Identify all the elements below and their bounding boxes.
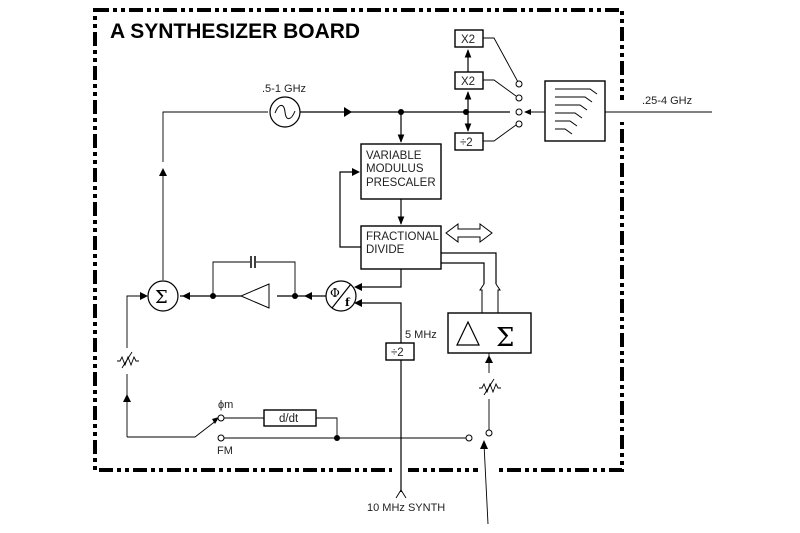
junction-dot: [334, 435, 340, 441]
switch-contact[interactable]: [515, 94, 523, 102]
div2-switch-wire: [483, 124, 517, 142]
capacitor-wire-right: [256, 261, 296, 296]
phase-mod-contact[interactable]: [217, 414, 225, 422]
multiplier-x2-label: X2: [461, 76, 475, 88]
switch-contact[interactable]: [515, 108, 523, 116]
switch-arrow-icon: [480, 440, 488, 449]
prescaler-label-line2: MODULUS: [366, 163, 424, 175]
bus-arrow-icon: [479, 283, 501, 315]
delta-icon: [456, 320, 480, 346]
input-switch-arm: [483, 443, 489, 525]
left-arrow-icon: [354, 283, 362, 291]
mod-switch-arm: [127, 419, 218, 438]
sigma-icon: Σ: [496, 323, 514, 353]
reference-freq-label: 5 MHz: [405, 329, 437, 341]
reference-input-icon: [395, 489, 407, 499]
ddt-output-wire: [316, 417, 338, 438]
reference-input-label: 10 MHz SYNTH: [367, 502, 445, 514]
divider-ref-label: ÷2: [391, 347, 404, 359]
sine-wave-icon: [274, 104, 296, 120]
capacitor-wire-left: [212, 261, 250, 296]
multiplier-x2-top: [454, 29, 484, 48]
switch-contact[interactable]: [515, 80, 523, 88]
divider-output-label: ÷2: [460, 137, 473, 149]
amplifier-icon: [239, 283, 270, 309]
capacitor-icon: [250, 256, 256, 268]
right-arrow-icon: [140, 292, 148, 300]
sum-icon: Σ: [155, 287, 168, 308]
left-arrow-icon: [524, 109, 531, 115]
modulus-control-wire: [339, 171, 361, 248]
multiplier-x2: [454, 71, 484, 90]
phase-detector-slash: [331, 283, 352, 309]
board-title: A SYNTHESIZER BOARD: [110, 20, 360, 43]
fm-contact[interactable]: [217, 434, 225, 442]
switch-arrow-icon: [212, 417, 219, 424]
phase-mod-label: ϕm: [218, 399, 233, 411]
input-contact[interactable]: [485, 429, 493, 437]
multiplier-x2-top-label: X2: [461, 34, 475, 46]
filter-bank: [544, 80, 606, 142]
vco-range-label: .5-1 GHz: [262, 83, 306, 95]
left-arrow-icon: [354, 299, 362, 307]
output-range-label: .25-4 GHz: [642, 95, 692, 107]
fm-label: FM: [217, 445, 233, 457]
switch-contact[interactable]: [515, 120, 523, 128]
up-arrow-icon: [485, 355, 493, 363]
reference-to-pd-wire: [362, 302, 402, 343]
fractional-divide-label-line2: DIVIDE: [366, 244, 405, 256]
right-arrow-icon: [352, 168, 360, 176]
board-boundary: [93, 8, 624, 472]
prescaler-label-line3: PRESCALER: [366, 177, 436, 189]
filter-bank-icon: [555, 88, 598, 135]
delta-sigma-modulator: [447, 312, 532, 354]
divider-by-2-reference: [385, 342, 415, 361]
x2-switch-wire: [483, 79, 517, 97]
bus-wire-outer: [441, 252, 497, 284]
data-bus-arrow-icon: [445, 223, 493, 243]
left-arrow-icon: [304, 292, 312, 300]
divide-to-pd-wire: [356, 269, 402, 288]
fractional-divide-label-line1: FRACTIONAL: [366, 231, 439, 243]
phi-icon: Φ: [330, 286, 340, 300]
mod-bus-contact[interactable]: [465, 434, 473, 442]
bus-wire-inner: [441, 262, 485, 284]
up-arrow-icon: [123, 394, 131, 402]
variable-resistor-icon: [117, 351, 139, 369]
prescaler-label-line1: VARIABLE: [366, 150, 422, 162]
modulation-to-summer-wire: [126, 295, 146, 320]
left-arrow-icon: [182, 292, 190, 300]
frequency-icon: f: [345, 296, 351, 309]
divider-by-2-output: [454, 132, 484, 151]
differentiator-label: d/dt: [279, 413, 299, 425]
variable-modulus-prescaler: [360, 143, 442, 200]
variable-resistor-icon: [479, 378, 501, 396]
up-arrow-icon: [159, 168, 167, 176]
vco-arrow-icon: [344, 107, 352, 117]
x2-top-switch-wire: [483, 37, 519, 83]
vco-feedback-wire: [162, 111, 268, 162]
